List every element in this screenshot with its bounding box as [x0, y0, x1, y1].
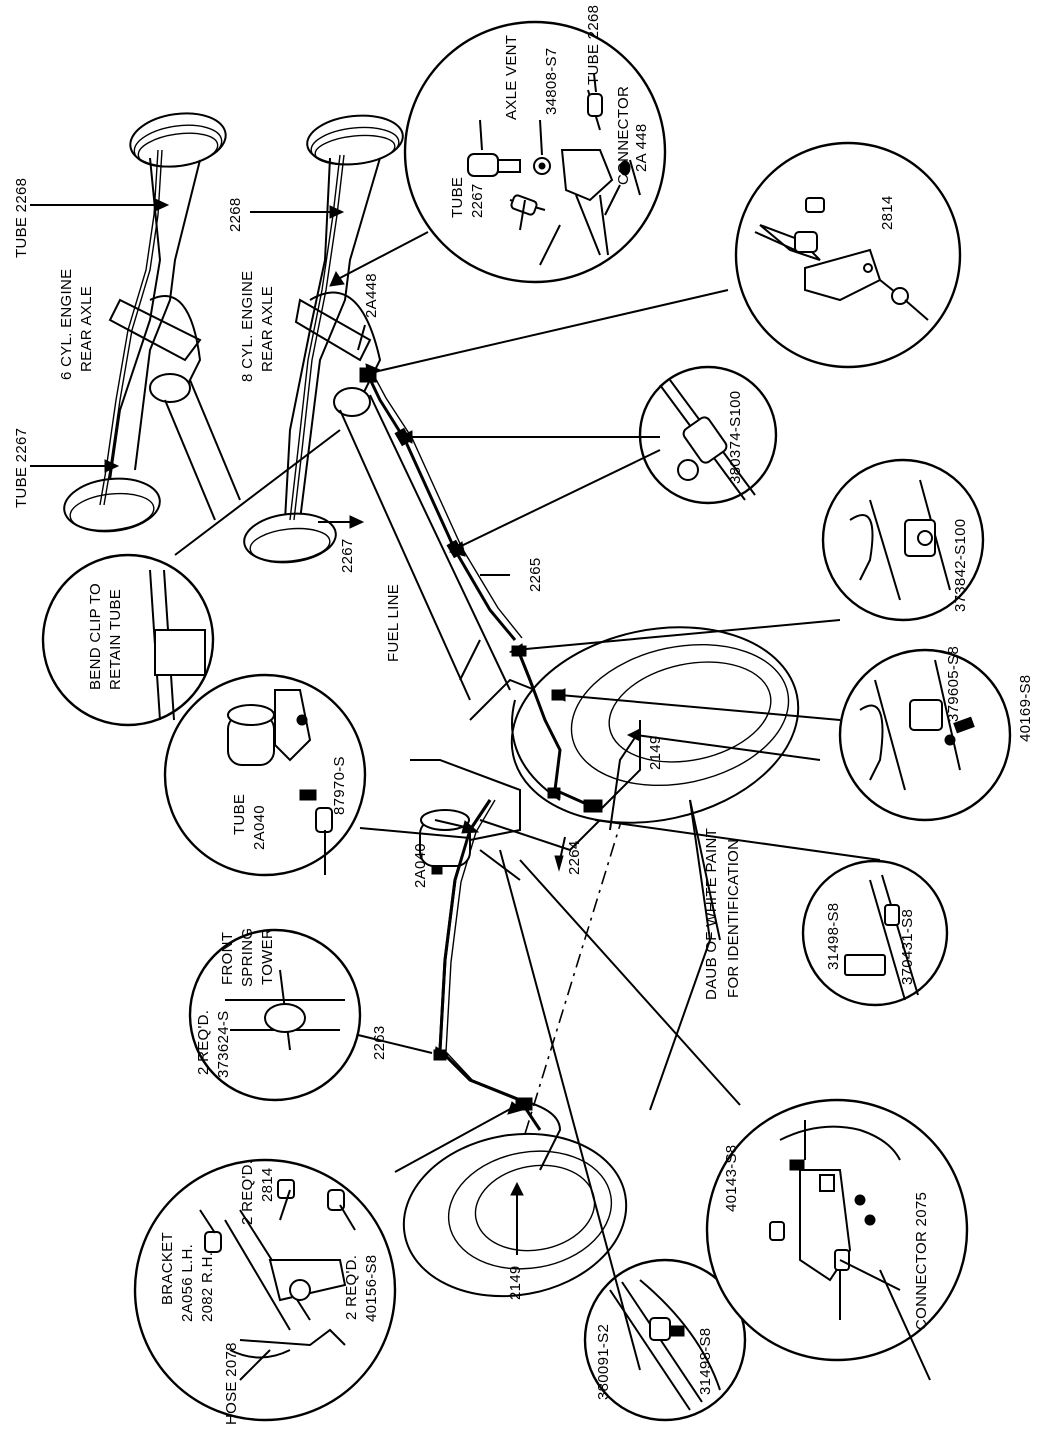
master-cylinder-assembly: [410, 639, 561, 881]
tube-2267-left-label: TUBE 2267: [13, 428, 30, 508]
daub-label-line1: DAUB OF WHITE PAINT: [703, 828, 720, 1000]
connector-2075-detail-circle: [705, 1098, 969, 1362]
six-cyl-label-line2: REAR AXLE: [78, 286, 95, 372]
part-40169-S8-label: 40169-S8: [1017, 675, 1034, 742]
tube-2267-detail-label-line2: 2267: [469, 183, 486, 218]
rear-wheel-tire: [510, 626, 800, 824]
connector-label-line1: CONNECTOR: [615, 86, 632, 185]
callout-labels: TUBE 2268 6 CYL. ENGINE REAR AXLE TUBE 2…: [13, 5, 1034, 1425]
front-wheel-tire: [402, 1132, 628, 1298]
tube-2268-detail-label: TUBE 2268: [585, 5, 602, 85]
hose-2078-label: HOSE 2078: [223, 1342, 240, 1425]
axle-vent-label: AXLE VENT: [503, 35, 520, 120]
eight-cyl-label-line2: REAR AXLE: [259, 286, 276, 372]
connector-label-line2: 2A 448: [633, 123, 650, 172]
tube-2A040-detail-circle: [163, 673, 367, 877]
bend-clip-label-line1: BEND CLIP TO: [87, 583, 104, 690]
part-34808-S7-label: 34808-S7: [543, 48, 560, 115]
two-reqd-2814-label-line1: 2 REQ'D.: [239, 1160, 256, 1225]
num-2264-label: 2264: [566, 840, 583, 875]
part-370431-S8-label: 370431-S8: [899, 909, 916, 985]
part-380374-S100-label: 380374-S100: [727, 391, 744, 484]
clip-379605-detail-circle: [838, 648, 1012, 822]
two-reqd-40156-label-line1: 2 REQ'D.: [343, 1255, 360, 1320]
eight-cyl-label-line1: 8 CYL. ENGINE: [239, 271, 256, 382]
part-379605-S8-label: 379605-S8: [945, 646, 962, 722]
axle-vent-detail-circle: [403, 20, 667, 284]
bend-clip-label-line2: RETAIN TUBE: [107, 589, 124, 690]
part-373842-S100-label: 373842-S100: [952, 519, 969, 612]
leader-lines: [30, 204, 931, 1381]
bracket-label-line2: 2A056 L.H.: [179, 1244, 196, 1322]
part-40143-S8-label: 40143-S8: [723, 1145, 740, 1212]
part-87970-S-label: 87970-S: [331, 756, 348, 815]
tube-2268-left-label: TUBE 2268: [13, 178, 30, 258]
six-cyl-label-line1: 6 CYL. ENGINE: [58, 269, 75, 380]
part-31498-S8-right-label: 31498-S8: [825, 903, 842, 970]
tube-2A040-label-line1: TUBE: [231, 794, 248, 835]
clip-380374-detail-circle: [638, 365, 778, 505]
daub-label-line2: FOR IDENTIFICATION: [725, 839, 742, 998]
num-2263-label: 2263: [371, 1025, 388, 1060]
num-2268-label: 2268: [227, 197, 244, 232]
eight-cyl-rear-axle-illustration: [243, 114, 511, 701]
two-reqd-a-label: 2 REQ'D.: [195, 1010, 212, 1075]
clip-373842-detail-circle: [821, 458, 985, 622]
leader-arrowheads: [104, 198, 641, 1196]
bend-clip-detail-circle: [41, 553, 215, 727]
num-2265-label: 2265: [527, 557, 544, 592]
tube-2A040-label-line2: 2A040: [251, 805, 268, 850]
bracket-label-line1: BRACKET: [159, 1232, 176, 1305]
six-cyl-rear-axle-illustration: [63, 112, 241, 533]
num-2149-bottom-label: 2149: [507, 1265, 524, 1300]
front-spring-label-line3: TOWER: [259, 928, 276, 985]
clip-380091-detail-circle: [583, 1258, 747, 1422]
part-380091-S2-label: 380091-S2: [595, 1324, 612, 1400]
two-reqd-2814-label-line2: 2814: [259, 1167, 276, 1202]
clip-2814-detail-circle: [734, 141, 962, 369]
front-spring-label-line1: FRONT: [219, 932, 236, 985]
tube-2267-detail-label-line1: TUBE: [449, 177, 466, 218]
num-2814-top-label: 2814: [879, 195, 896, 230]
bracket-label-line3: 2082 R.H.: [199, 1252, 216, 1322]
bracket-hose-detail-circle: [133, 1158, 397, 1422]
part-31498-S8-bottom-label: 31498-S8: [697, 1328, 714, 1395]
front-spring-tower-detail-circle: [188, 928, 362, 1102]
num-2267-label: 2267: [339, 538, 356, 573]
two-reqd-40156-label-line2: 40156-S8: [363, 1255, 380, 1322]
clip-370431-detail-circle: [801, 859, 949, 1007]
fuel-line-label: FUEL LINE: [385, 584, 402, 662]
num-2A040-label: 2A040: [412, 843, 429, 888]
num-2149-right-label: 2149: [647, 735, 664, 770]
num-2A448-label: 2A448: [363, 273, 380, 318]
connector-2075-label: CONNECTOR 2075: [913, 1192, 930, 1330]
part-373624-S-label: 373624-S: [215, 1011, 232, 1078]
front-spring-label-line2: SPRING: [239, 928, 256, 987]
